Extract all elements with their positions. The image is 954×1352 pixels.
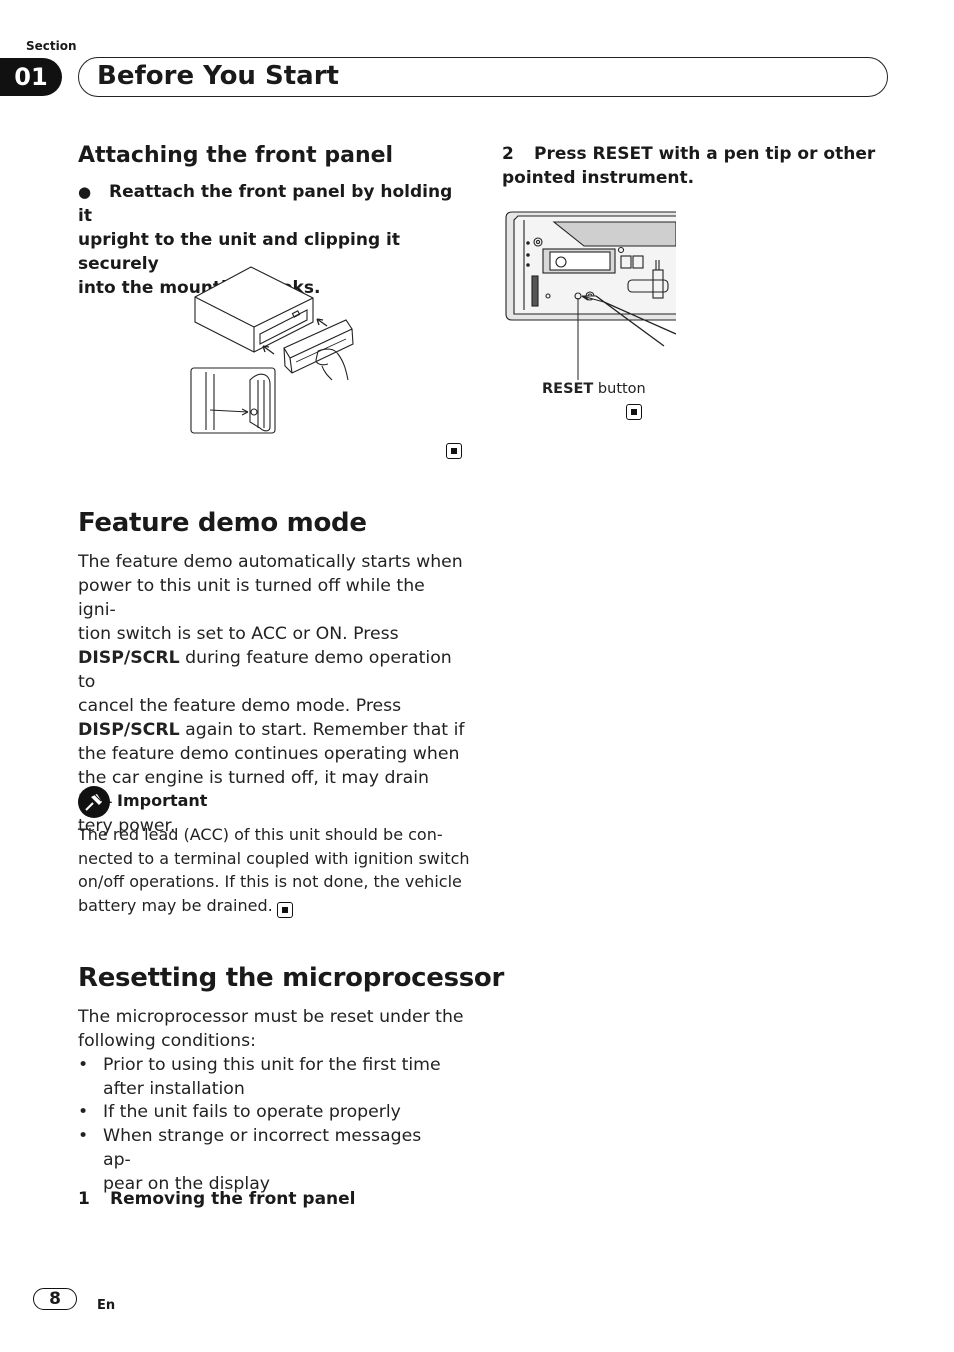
attaching-bullet: ●	[78, 183, 92, 201]
demo-text: tion switch is set to ACC or ON. Press	[78, 624, 399, 644]
reset-heading: Resetting the microprocessor	[78, 963, 505, 993]
reset-step-1: 1 Removing the front panel	[78, 1187, 356, 1211]
demo-text: during feature demo operation to	[78, 648, 452, 692]
list-item: • Prior to using this unit for the first…	[78, 1053, 448, 1101]
reset-step-line-1: Press RESET with a pen tip or other	[534, 144, 876, 164]
reset-step-2: 2 Press RESET with a pen tip or other poi…	[502, 142, 882, 190]
important-text: The red lead (ACC) of this unit should b…	[78, 823, 473, 918]
reset-button-illustration	[505, 211, 676, 380]
demo-line: the feature demo continues operating whe…	[78, 742, 468, 766]
attaching-line-2: upright to the unit and clipping it secu…	[78, 230, 400, 274]
reset-step-1-text: Removing the front panel	[110, 1189, 356, 1209]
bullet-dot: •	[78, 1126, 89, 1146]
list-item: • When strange or incorrect messages ap-…	[78, 1124, 448, 1196]
demo-text: the feature demo continues operating whe…	[78, 744, 460, 764]
demo-text: again to start. Remember that if	[179, 720, 465, 740]
demo-line: cancel the feature demo mode. Press	[78, 694, 468, 718]
reset-step-number: 2	[502, 144, 514, 164]
chapter-title-frame	[78, 57, 888, 97]
demo-line: The feature demo automatically starts wh…	[78, 550, 468, 574]
reset-step-1-number: 1	[78, 1189, 90, 1209]
reset-callout-bold: RESET	[542, 381, 594, 397]
button-name: DISP/SCRL	[78, 720, 180, 740]
section-number-badge: 01	[0, 58, 62, 96]
button-name: DISP/SCRL	[78, 648, 180, 668]
demo-text: cancel the feature demo mode. Press	[78, 696, 402, 716]
demo-text: tery power.	[78, 816, 176, 836]
important-label: Important	[117, 791, 208, 810]
chapter-title: Before You Start	[97, 61, 339, 91]
reset-intro-line-1: The microprocessor must be reset under t…	[78, 1007, 464, 1027]
reset-intro-line-2: following conditions:	[78, 1031, 256, 1051]
demo-line: tion switch is set to ACC or ON. Press	[78, 622, 468, 646]
page-number: 8	[33, 1288, 77, 1310]
demo-paragraph: The feature demo automatically starts wh…	[78, 550, 468, 838]
important-line-3: on/off operations. If this is not done, …	[78, 872, 462, 891]
demo-line: tery power.	[78, 814, 468, 838]
demo-line: DISP/SCRL again to start. Remember that …	[78, 718, 468, 742]
list-item-line: Prior to using this unit for the first t…	[103, 1055, 441, 1075]
list-item: • If the unit fails to operate properly	[78, 1100, 448, 1124]
bullet-dot: •	[78, 1055, 89, 1075]
list-item-line: after installation	[103, 1079, 245, 1099]
front-panel-attach-illustration	[190, 266, 354, 434]
list-item-line: If the unit fails to operate properly	[103, 1102, 401, 1122]
section-end-mark	[276, 901, 293, 918]
reset-button-callout: RESET button	[542, 381, 646, 397]
section-label: Section	[26, 39, 77, 53]
important-line-2: nected to a terminal coupled with igniti…	[78, 848, 470, 868]
section-end-mark	[446, 443, 462, 459]
list-item-line: When strange or incorrect messages ap-	[103, 1126, 422, 1170]
bullet-dot: •	[78, 1102, 89, 1122]
important-line-4: battery may be drained.	[78, 895, 273, 915]
demo-text: The feature demo automatically starts wh…	[78, 552, 463, 572]
list-item-line: pear on the display	[103, 1174, 271, 1194]
reset-intro: The microprocessor must be reset under t…	[78, 1005, 468, 1053]
demo-heading: Feature demo mode	[78, 508, 367, 538]
demo-text: power to this unit is turned off while t…	[78, 576, 425, 620]
demo-line: power to this unit is turned off while t…	[78, 574, 468, 622]
important-line-1: The red lead (ACC) of this unit should b…	[78, 825, 443, 844]
important-icon	[78, 786, 110, 818]
attaching-line-1: Reattach the front panel by holding it	[78, 182, 453, 226]
reset-step-line-2: pointed instrument.	[502, 168, 695, 188]
reset-callout-text: button	[593, 381, 646, 397]
section-end-mark	[626, 404, 642, 420]
language-code: En	[97, 1298, 116, 1313]
attaching-heading: Attaching the front panel	[78, 143, 394, 168]
demo-line: DISP/SCRL during feature demo operation …	[78, 646, 468, 694]
